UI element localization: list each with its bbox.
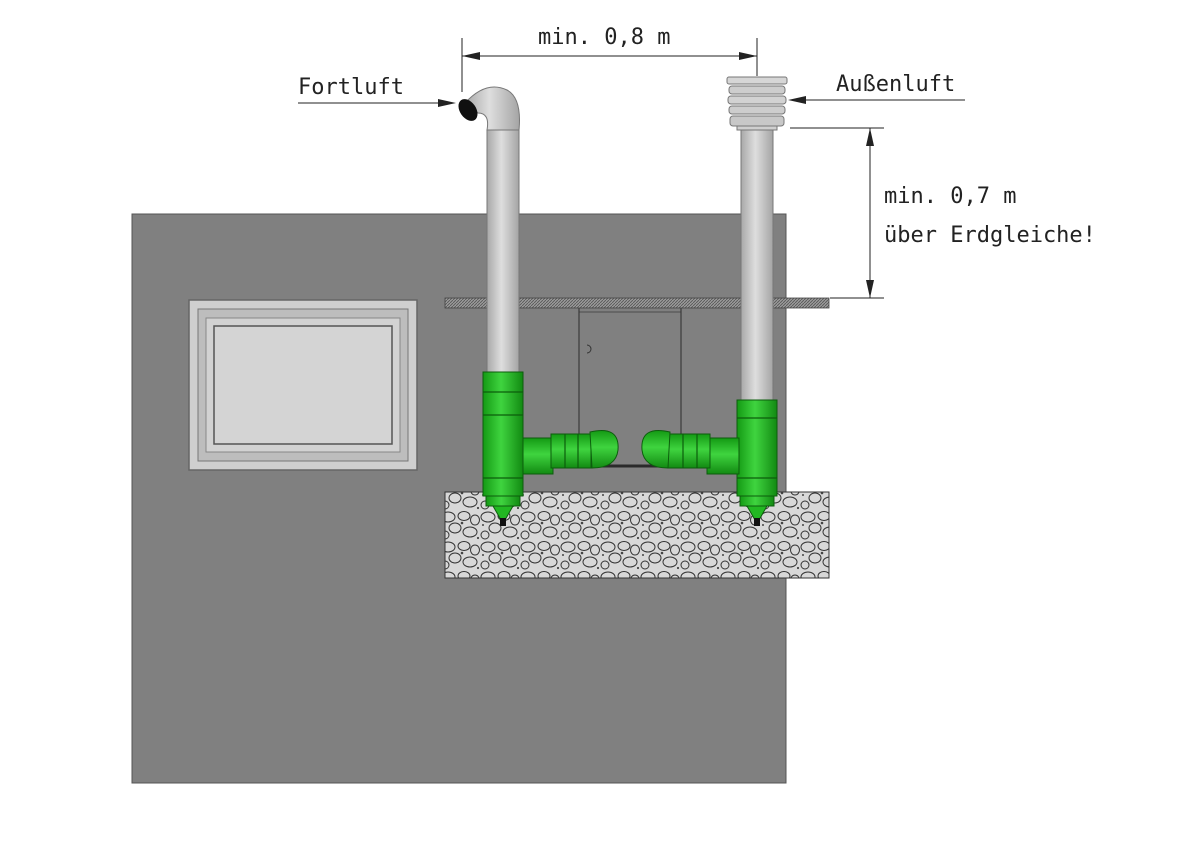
window: [188, 299, 418, 471]
left-green-fittings: [482, 371, 619, 526]
ground-level: [444, 297, 830, 309]
spacing-label: min. 0,8 m: [538, 25, 670, 50]
exhaust-leader: [298, 99, 456, 107]
outside-air-leader: [788, 96, 965, 104]
exhaust-pipe: [458, 86, 520, 376]
height-label-line2: über Erdgleiche!: [884, 223, 1096, 248]
height-dimension: [790, 127, 884, 299]
outside-air-pipe: [736, 121, 778, 404]
height-label-line1: min. 0,7 m: [884, 184, 1016, 209]
outside-air-label: Außenluft: [836, 72, 955, 97]
spacing-dimension: [461, 38, 758, 92]
exhaust-label: Fortluft: [298, 75, 404, 100]
rain-cap: [726, 76, 788, 127]
right-green-fittings: [641, 399, 778, 526]
